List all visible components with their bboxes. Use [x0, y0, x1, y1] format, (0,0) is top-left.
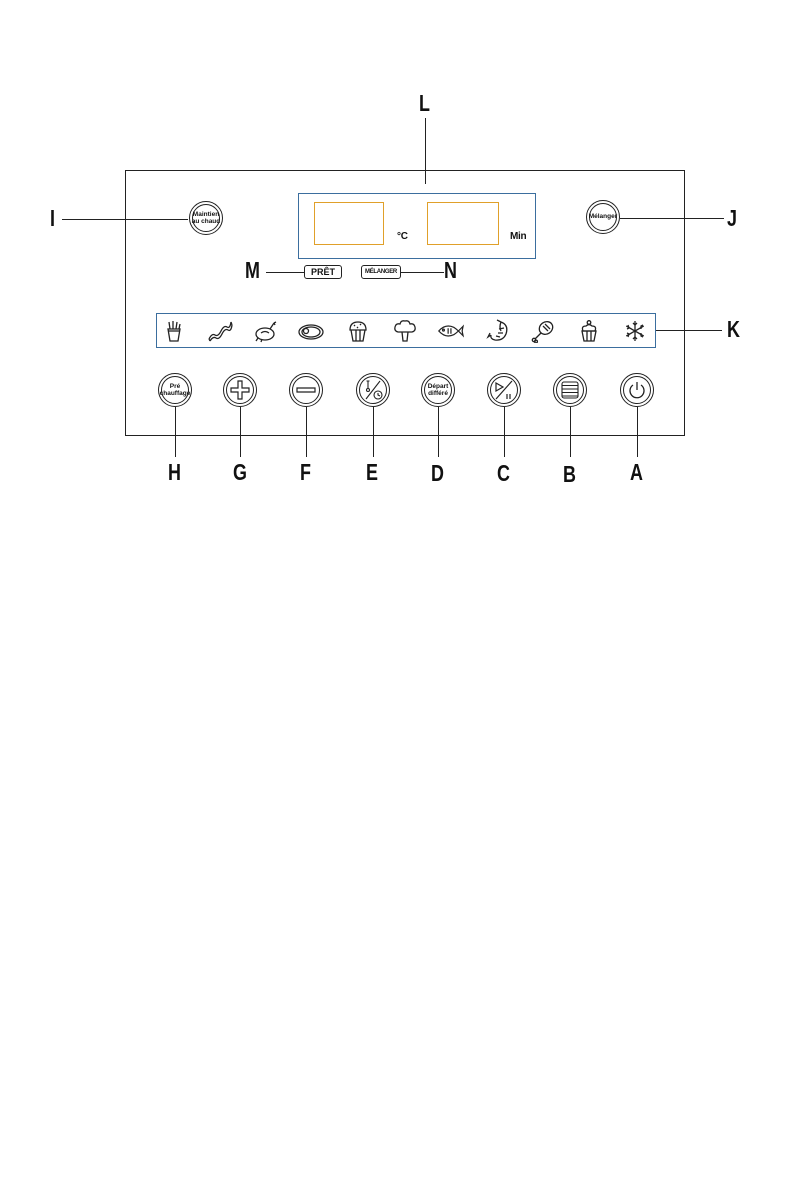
menu-list-icon — [559, 379, 581, 401]
minus-icon — [295, 379, 317, 401]
thermometer-clock-icon — [361, 378, 385, 402]
vegetable-icon[interactable] — [391, 317, 419, 345]
menu-button[interactable] — [553, 373, 587, 407]
steak-icon[interactable] — [297, 317, 325, 345]
plus-icon — [229, 379, 251, 401]
leader-line-k — [656, 330, 722, 331]
muffin-icon[interactable] — [344, 317, 372, 345]
fish-icon[interactable] — [436, 317, 464, 345]
leader-line-f — [306, 407, 307, 457]
time-readout — [427, 202, 499, 245]
shrimp-icon[interactable] — [484, 317, 512, 345]
leader-line-j — [620, 218, 724, 219]
cake-icon[interactable] — [575, 317, 603, 345]
ready-indicator: PRÊT — [304, 265, 342, 279]
callout-i: I — [50, 207, 55, 230]
power-button[interactable] — [620, 373, 654, 407]
callout-e: E — [366, 461, 378, 484]
leader-line-g — [240, 407, 241, 457]
drumstick-icon[interactable] — [529, 317, 557, 345]
leader-line-d — [438, 407, 439, 457]
callout-k: K — [727, 318, 740, 341]
start-pause-button[interactable] — [487, 373, 521, 407]
leader-line-b — [570, 407, 571, 457]
leader-line-n — [401, 272, 444, 273]
callout-a: A — [630, 461, 643, 484]
callout-l: L — [419, 92, 430, 115]
mix-indicator: MÉLANGER — [361, 265, 401, 279]
callout-b: B — [563, 463, 576, 486]
leader-line-e — [373, 407, 374, 457]
chicken-icon[interactable] — [252, 317, 280, 345]
power-icon — [627, 380, 647, 400]
callout-j: J — [727, 207, 737, 230]
leader-line-h — [175, 407, 176, 457]
mix-button[interactable]: Mélanger — [586, 200, 620, 234]
callout-c: C — [497, 462, 510, 485]
minus-button[interactable] — [289, 373, 323, 407]
leader-line-c — [504, 407, 505, 457]
frozen-icon[interactable] — [621, 317, 649, 345]
fries-icon[interactable] — [160, 317, 188, 345]
callout-g: G — [233, 461, 247, 484]
temperature-unit: °C — [397, 231, 408, 242]
callout-d: D — [431, 462, 444, 485]
leader-line-a — [637, 407, 638, 457]
time-unit: Min — [510, 231, 526, 242]
play-pause-icon — [492, 378, 516, 402]
temperature-readout — [314, 202, 384, 245]
plus-button[interactable] — [223, 373, 257, 407]
bacon-icon[interactable] — [206, 317, 234, 345]
temp-time-button[interactable] — [356, 373, 390, 407]
callout-f: F — [300, 461, 311, 484]
callout-m: M — [245, 259, 260, 282]
callout-h: H — [168, 461, 181, 484]
leader-line-m — [266, 272, 304, 273]
callout-n: N — [444, 259, 457, 282]
leader-line-i — [62, 219, 188, 220]
